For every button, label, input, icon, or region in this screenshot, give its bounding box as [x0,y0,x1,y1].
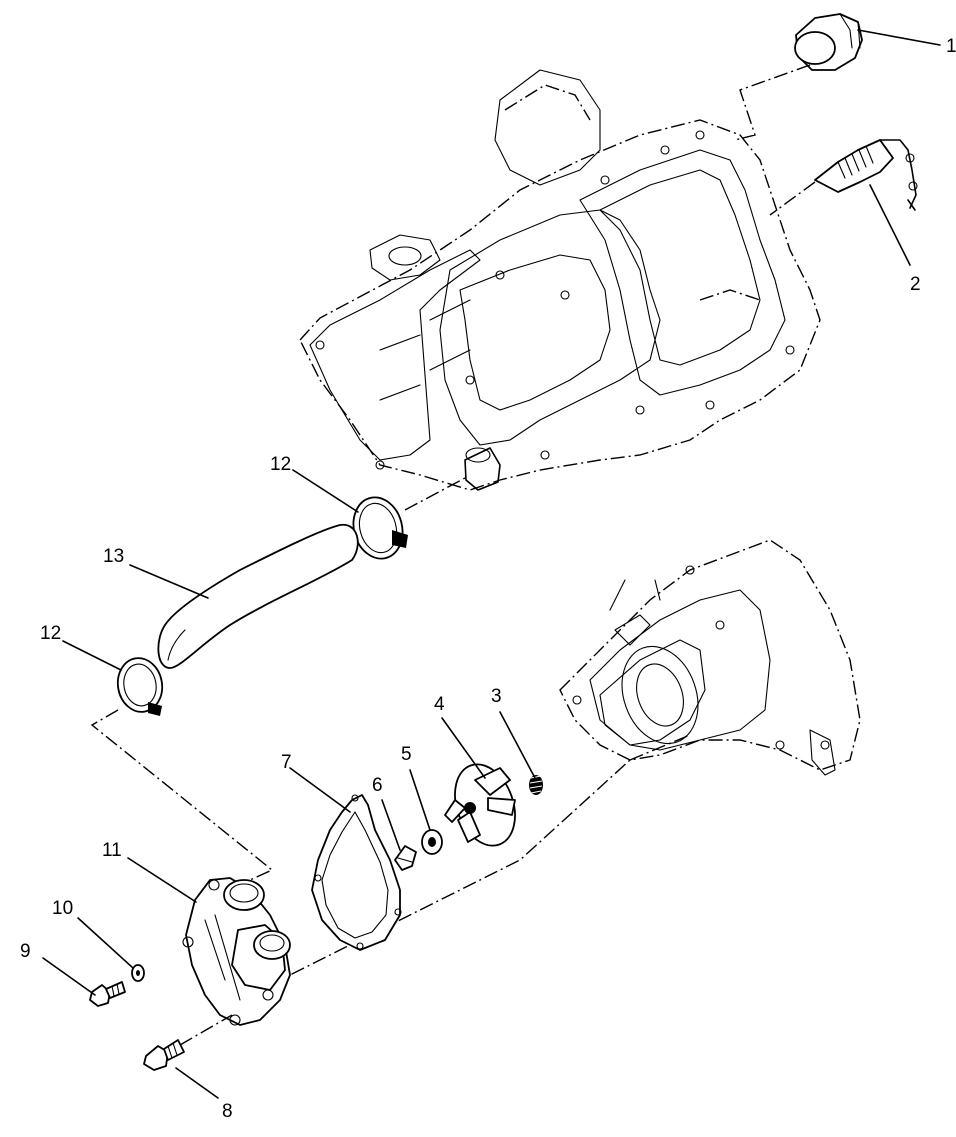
callout-12-upper: 12 [270,454,291,475]
callout-7: 7 [281,752,292,773]
part-8-bolt [143,1039,185,1071]
leader-2 [869,184,911,266]
leader-13 [129,564,209,599]
callout-2: 2 [910,274,921,295]
part-7-gasket [311,794,402,951]
leader-8-dash [179,1014,233,1046]
leader-12a [292,469,359,513]
leader-10 [77,917,134,969]
callout-1: 1 [946,36,956,57]
callout-10: 10 [52,898,73,919]
leader-2-dash [769,181,816,216]
part-12-lower-hose-clamp [116,657,164,716]
leader-1-dash [734,64,811,141]
cylinder-head-ghost [299,69,821,491]
leader-9 [42,957,96,996]
callout-leaders [42,29,941,1099]
leader-12b [62,640,122,671]
callout-9: 9 [20,941,31,962]
leader-12a-dash [404,477,466,511]
part-4-impeller [444,763,516,847]
callout-12-lower: 12 [40,623,61,644]
part-2-temp-sensor [814,139,918,211]
pump-axis-dash [269,734,691,986]
callout-5: 5 [401,744,412,765]
callout-11: 11 [102,840,122,861]
leader-3 [499,711,536,779]
leader-6 [381,799,401,851]
part-1-thermostat-cap [794,13,863,71]
part-6-seal [394,845,417,871]
callout-6: 6 [372,775,383,796]
part-3-spring [529,775,543,795]
leader-5 [409,769,431,831]
part-9-bolt [89,981,126,1007]
part-5-washer [421,829,443,855]
leader-7 [289,767,351,813]
callout-labels: 1 2 3 4 5 6 7 8 9 10 11 12 12 13 [20,36,956,1122]
callout-4: 4 [434,694,445,715]
callout-3: 3 [491,686,502,707]
leader-4 [441,717,486,779]
part-10-washer [131,964,145,982]
callout-13: 13 [103,546,124,567]
crankcase-ghost [559,539,861,776]
leader-8 [175,1067,219,1099]
part-11-pump-cover [182,877,291,1026]
leader-11 [127,857,197,903]
part-13-coolant-hose [157,524,359,669]
leader-1 [857,29,941,46]
leader-12b-to-housing-dash [90,709,274,881]
part-12-upper-hose-clamp [352,496,408,560]
callout-8: 8 [222,1101,233,1122]
